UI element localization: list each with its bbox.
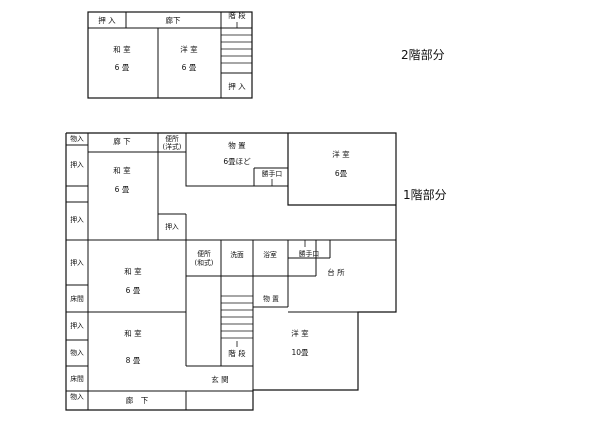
floor2-outline (87, 11, 253, 99)
floor1-outline (65, 132, 397, 411)
floor1-washitsu-1-size: 6 畳 (115, 185, 130, 194)
floor1-washitsu-3: 和 室 (124, 328, 142, 338)
floor2-youshitsu: 洋 室 (180, 44, 198, 54)
floor1-kitchen: 台 所 (327, 267, 345, 277)
floor1-stairs-treads (221, 295, 253, 339)
floor1-bathroom: 浴室 (263, 250, 277, 259)
floor2-stairs-treads (221, 34, 252, 64)
floor1-youshitsu-s-size: 10畳 (291, 348, 309, 357)
floor1-oshiire-5: 押入 (70, 321, 84, 330)
floor1-storage-size: 6畳ほど (223, 157, 251, 166)
floor1-corridor-bottom: 廊 下 (126, 395, 149, 405)
floor1-toilet-western: 便所 (165, 134, 179, 143)
floor2-plan: 押 入 廊下 階 段 和 室 6 畳 洋 室 6 畳 押 入 (87, 10, 253, 99)
floor1-washitsu-2-size: 6 畳 (126, 286, 141, 295)
floor2-youshitsu-size: 6 畳 (182, 63, 197, 72)
floor2-corridor: 廊下 (166, 15, 181, 25)
floor1-caption: 1階部分 (403, 187, 447, 202)
floor1-toilet-japanese: 便所 (197, 249, 211, 258)
floor1-entrance: 玄 関 (211, 374, 228, 384)
floor1-washitsu-1: 和 室 (113, 165, 131, 175)
floor1-toilet-japanese-sub: (和式) (195, 258, 214, 267)
floor1-tokonoma-2: 床間 (70, 374, 84, 383)
floor1-washitsu-3-size: 8 畳 (126, 356, 141, 365)
floor1-oshiire-2: 押入 (70, 215, 84, 224)
floor1-stairs: 階 段 (228, 348, 246, 358)
floor1-youshitsu-ne-size: 6畳 (335, 169, 348, 178)
floor1-storage-small: 物 置 (263, 294, 279, 303)
floor1-monoire-3: 物入 (70, 392, 84, 401)
floor2-oshiire-right: 押 入 (228, 81, 246, 91)
floor2-caption: 2階部分 (401, 47, 445, 62)
floor1-washitsu-2: 和 室 (124, 266, 142, 276)
floor1-toilet-western-sub: (洋式) (163, 142, 182, 151)
floor2-washitsu-size: 6 畳 (115, 63, 130, 72)
floor1-tokonoma-1: 床間 (70, 294, 84, 303)
floor2-washitsu: 和 室 (113, 44, 131, 54)
floor1-washroom: 洗面 (230, 250, 244, 259)
floor1-storage: 物 置 (228, 140, 246, 150)
floor1-youshitsu-s: 洋 室 (291, 328, 309, 338)
floor1-oshiire-4: 押入 (70, 258, 84, 267)
floor1-monoire-1: 物入 (70, 134, 84, 143)
floor2-oshiire-top: 押 入 (98, 15, 116, 25)
floor1-youshitsu-ne: 洋 室 (332, 149, 350, 159)
floor1-back-door-2: 勝手口 (299, 249, 319, 258)
floor1-plan: 物入 廊 下 便所 (洋式) 物 置 6畳ほど 勝手口 洋 室 6畳 押入 和 … (65, 132, 397, 411)
floor1-monoire-2: 物入 (70, 348, 84, 357)
floor1-back-door-1: 勝手口 (262, 169, 282, 178)
floor1-oshiire-3: 押入 (165, 222, 179, 231)
floor2-stairs: 階 段 (228, 10, 246, 20)
floor1-oshiire-1: 押入 (70, 160, 84, 169)
floor1-corridor-top: 廊 下 (113, 136, 131, 146)
